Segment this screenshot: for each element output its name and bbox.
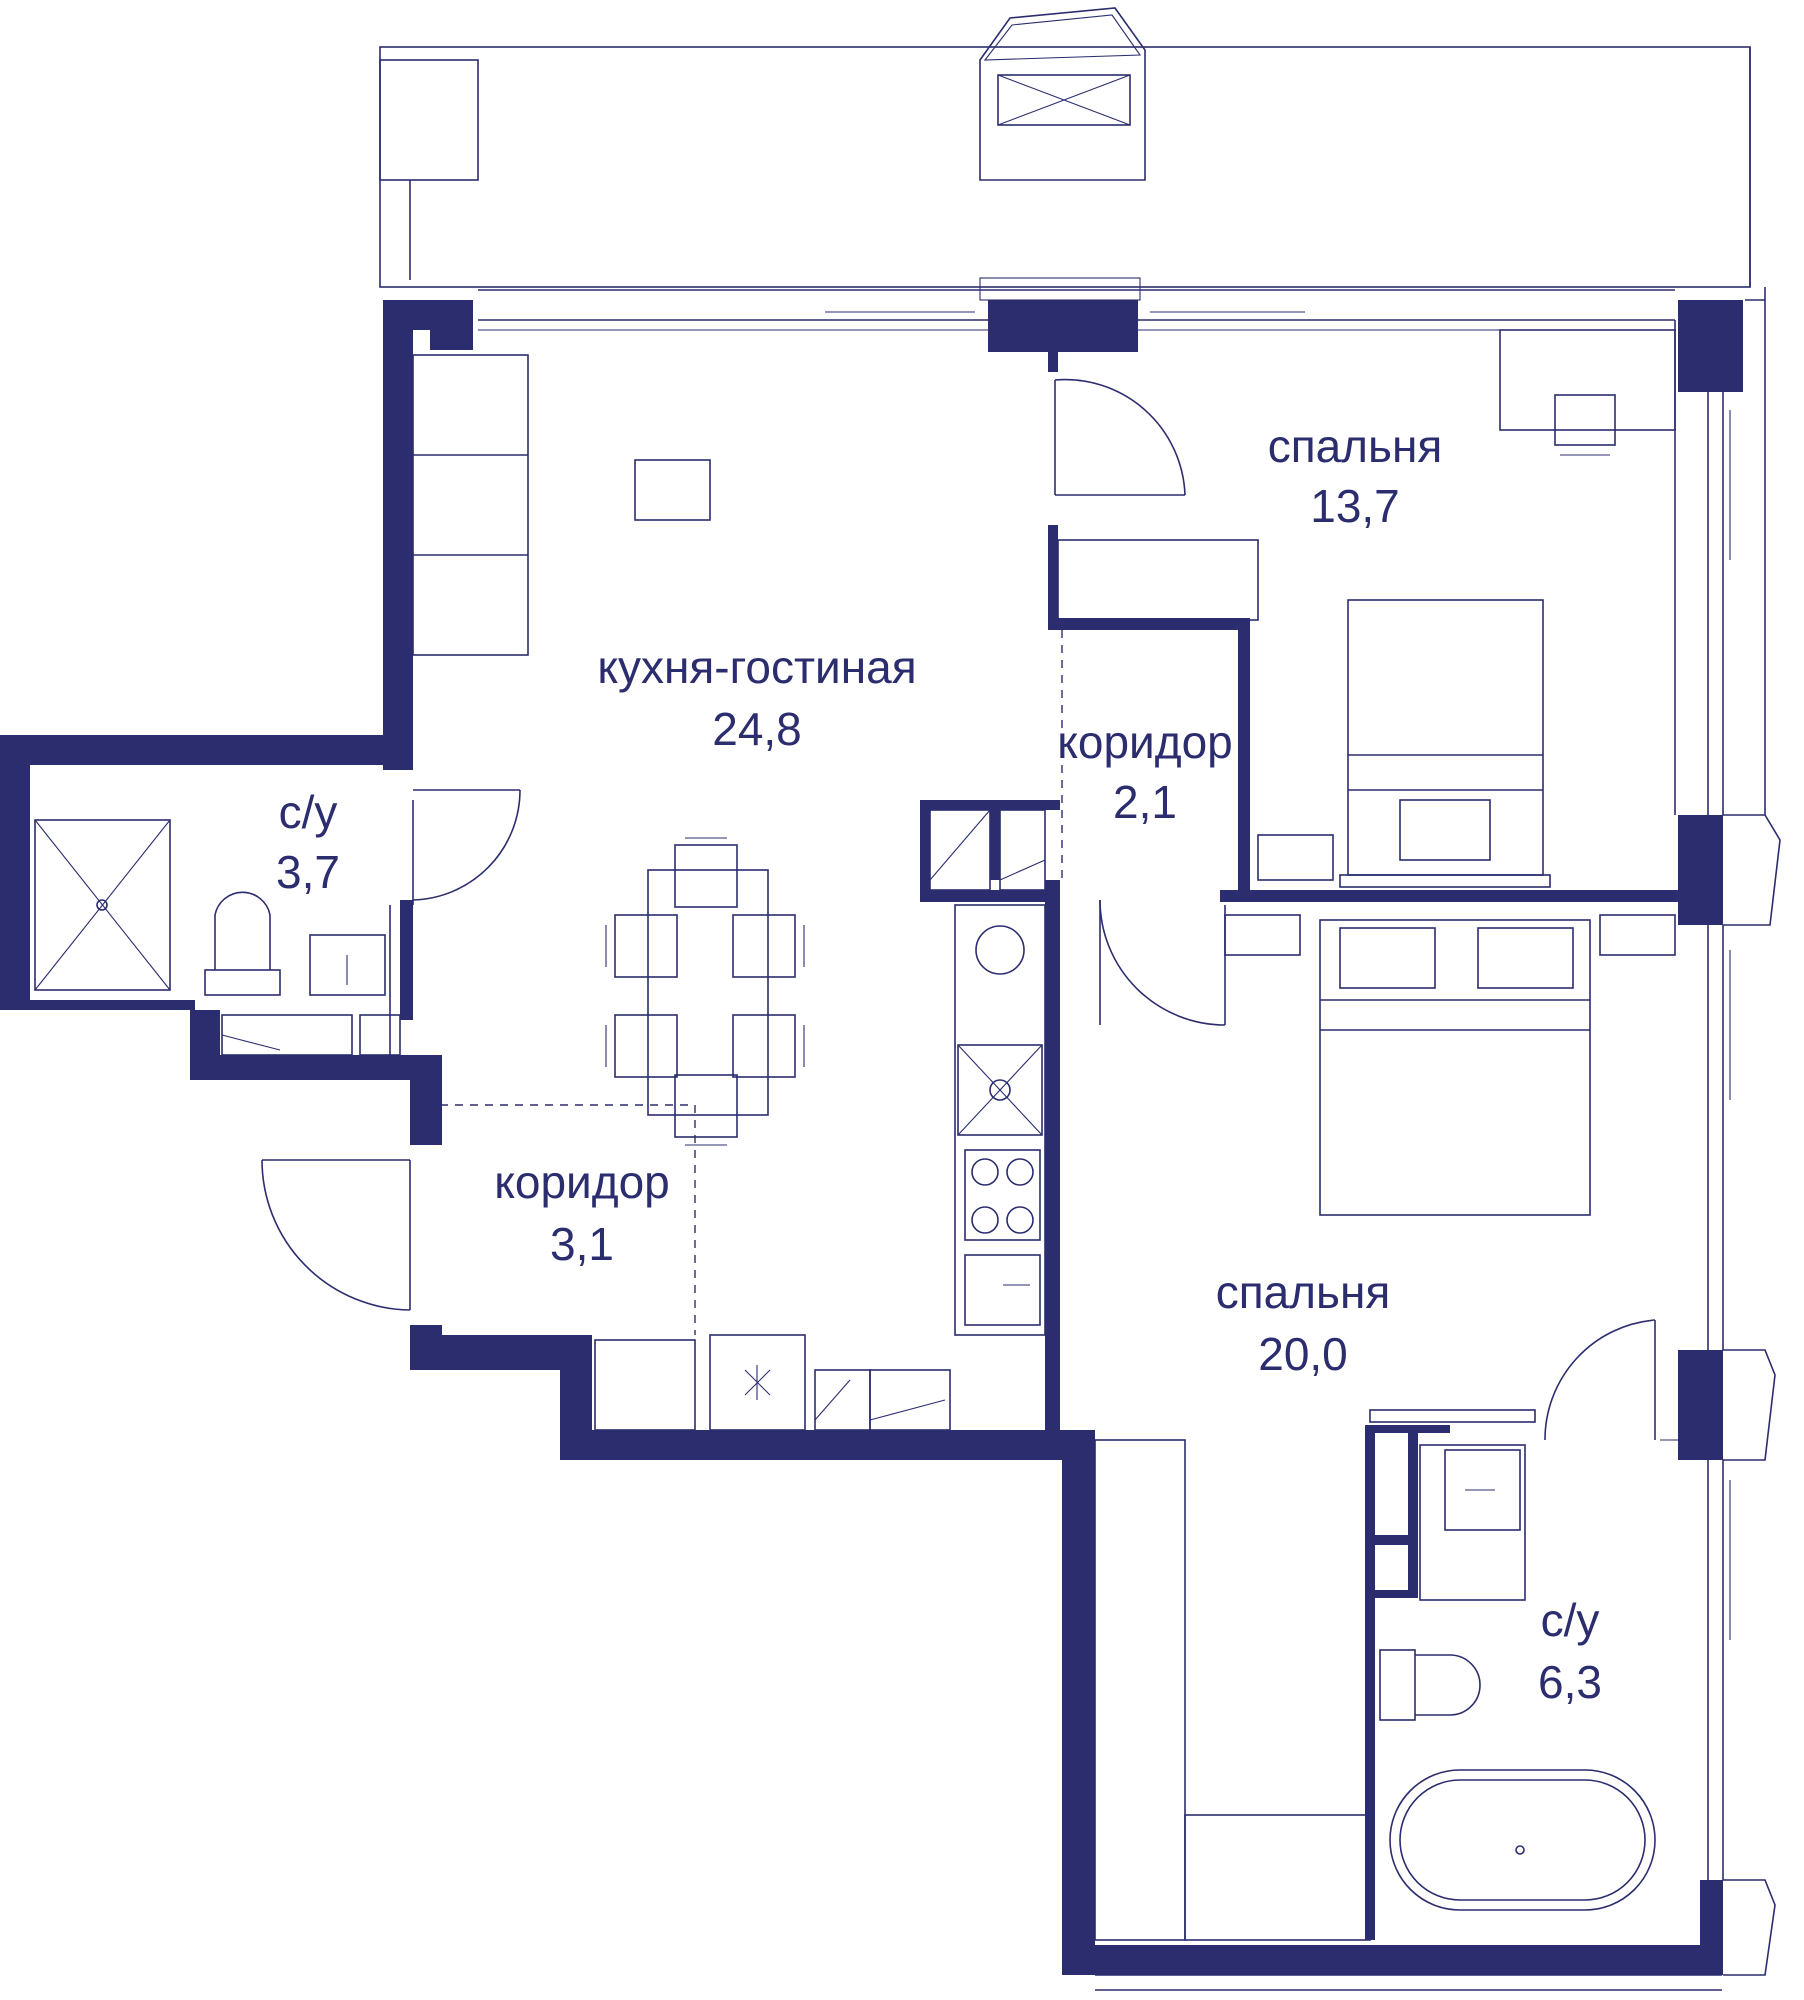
right-windows [1707,287,1781,1976]
walls [0,300,1743,1975]
washbasin-shelf [1369,1409,1536,1423]
doors [261,378,1680,1441]
left-bath-cabinets [221,1014,401,1056]
dining-table [605,837,805,1146]
room-label-corridor-2: коридор 2,1 [1057,716,1233,828]
room-area: 13,7 [1310,480,1400,532]
room-area: 24,8 [712,703,802,755]
room-area: 2,1 [1113,776,1177,828]
bath-cabinet [1419,1444,1526,1601]
bed-20 [1319,919,1591,1216]
coffee-table [634,459,711,521]
partitions [389,320,1676,1941]
room-label-bedroom-13: спальня 13,7 [1268,420,1443,532]
toilet-left [204,891,281,996]
sink-right [1444,1449,1521,1531]
kitchen-counter [954,904,1046,1336]
room-name: с/у [1541,1594,1600,1646]
sofa [412,354,529,656]
room-name: коридор [494,1156,670,1208]
shower [34,819,171,991]
room-name: кухня-гостиная [597,641,916,693]
balcony [379,46,1751,288]
room-area: 3,1 [550,1218,614,1270]
zone-dashes [440,630,1063,1335]
room-area: 20,0 [1258,1328,1348,1380]
room-label-bath-3: с/у 3,7 [276,786,340,898]
room-label-corridor-3: коридор 3,1 [494,1156,670,1270]
room-name: с/у [279,786,338,838]
room-name: коридор [1057,716,1233,768]
bed-13 [1339,599,1551,888]
room-name: спальня [1268,420,1443,472]
lower-cabinets [594,1334,951,1431]
room-area: 6,3 [1538,1656,1602,1708]
desk [1499,329,1676,456]
kitchen-niche [929,809,1046,891]
room-label-kitchen-living: кухня-гостиная 24,8 [597,641,916,755]
room-name: спальня [1216,1266,1391,1318]
bottom-window [1095,1974,1722,1991]
room-label-bedroom-20: спальня 20,0 [1216,1266,1391,1380]
bathtub [1389,1769,1656,1911]
balcony-vent-unit [979,7,1146,181]
toilet-right [1379,1649,1481,1721]
sink-left [309,934,386,996]
room-area: 3,7 [276,846,340,898]
room-label-bath-6: с/у 6,3 [1538,1594,1602,1708]
